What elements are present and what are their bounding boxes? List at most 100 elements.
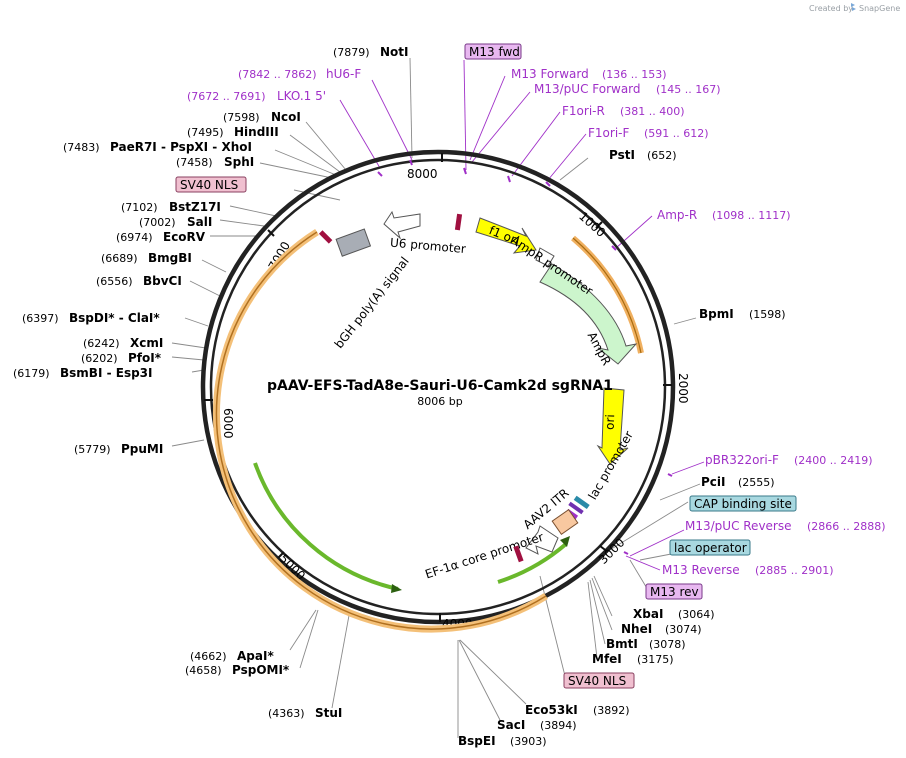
enzyme-pos: (2555) <box>738 476 775 489</box>
m13-rev-box <box>645 583 703 600</box>
orange-feature-large-outline <box>215 231 547 630</box>
primer-leader-lines <box>339 59 705 571</box>
plasmid-name: pAAV-EFS-TadA8e-Sauri-U6-Camk2d sgRNA1 <box>267 378 613 394</box>
lac-operator-label: lac operator <box>674 541 747 555</box>
tick-label-1000: 1000 <box>576 209 608 240</box>
enzyme-name: BsmBI - Esp3I <box>60 366 152 380</box>
primer-name: F1ori-R <box>562 104 605 118</box>
enzyme-pos: (6179) <box>13 367 50 380</box>
ef1a-core-promoter-label: EF-1α core promoter <box>423 530 545 582</box>
enzyme-name: PaeR7I - PspXI - XhoI <box>110 140 252 154</box>
primer-name: M13 Reverse <box>662 563 740 577</box>
orange-feature-amp-region-outline <box>572 237 642 354</box>
sv40-nls-bottom-label: SV40 NLS <box>568 674 626 688</box>
enzyme-pos: (3903) <box>510 735 547 748</box>
ampr-feature <box>539 263 638 365</box>
tick-label-8000: 8000 <box>407 167 438 181</box>
lac-operator-box <box>669 539 751 556</box>
green-feature-right <box>497 542 568 584</box>
enzyme-name: BbvCI <box>143 274 182 288</box>
enzyme-name: NcoI <box>271 110 301 124</box>
enzyme-name: NotI <box>380 45 409 59</box>
enzyme-name: PstI <box>609 148 635 162</box>
enzyme-pos: (3064) <box>678 608 715 621</box>
green-feature-left <box>253 462 399 591</box>
primer-name: Amp-R <box>657 208 697 222</box>
m13-fwd-box <box>464 43 522 60</box>
primer-range: (2400 .. 2419) <box>794 454 873 467</box>
bgh-polya-feature <box>335 228 372 257</box>
enzyme-name: HindIII <box>234 125 279 139</box>
ef1a-core-promoter-feature <box>525 525 559 555</box>
enzyme-name: Eco53kI <box>525 703 578 717</box>
sv40-nls-bottom-box <box>563 672 635 689</box>
bp-ticks <box>204 153 672 622</box>
primer-range: (7842 .. 7862) <box>238 68 317 81</box>
enzyme-pos: (4662) <box>190 650 227 663</box>
m13-fwd-label: M13 fwd <box>469 45 520 59</box>
enzyme-name: SalI <box>187 215 212 229</box>
sv40-nls-top-feature <box>318 230 333 244</box>
primer-name: F1ori-F <box>588 126 629 140</box>
enzyme-name: NheI <box>621 622 652 636</box>
enzyme-name: StuI <box>315 706 342 720</box>
snapgene-brand-text: SnapGene <box>859 4 900 13</box>
enzyme-name: BmgBI <box>148 251 192 265</box>
enzyme-name: BspDI* - ClaI* <box>69 311 160 325</box>
primer-name: M13/pUC Reverse <box>685 519 792 533</box>
enzyme-name: PciI <box>701 475 726 489</box>
enzyme-pos: (6974) <box>116 231 153 244</box>
enzyme-pos: (652) <box>647 149 677 162</box>
enzyme-name: BmtI <box>606 637 638 651</box>
enzyme-name: SacI <box>497 718 525 732</box>
enzyme-pos: (6202) <box>81 352 118 365</box>
green-feature-right-arrow-icon <box>560 536 570 547</box>
enzyme-pos: (3892) <box>593 704 630 717</box>
f1-ori-feature <box>475 217 537 254</box>
primer-name: hU6-F <box>326 67 361 81</box>
primer-name: LKO.1 5' <box>277 89 326 103</box>
enzyme-pos: (7002) <box>139 216 176 229</box>
aav2-itr-feature <box>551 509 579 535</box>
backbone-outer-ring <box>200 149 676 625</box>
enzyme-pos: (6556) <box>96 275 133 288</box>
enzyme-name: XcmI <box>130 336 163 350</box>
primer-range: (381 .. 400) <box>620 105 685 118</box>
enzyme-pos: (4658) <box>185 664 222 677</box>
enzyme-pos: (4363) <box>268 707 305 720</box>
m13-rev-label: M13 rev <box>650 585 699 599</box>
primer-range: (1098 .. 1117) <box>712 209 791 222</box>
ori-label: ori <box>603 414 618 430</box>
enzyme-name: MfeI <box>592 652 622 666</box>
tick-label-6000: 6000 <box>221 408 235 439</box>
enzyme-pos: (6689) <box>101 252 138 265</box>
enzyme-pos: (5779) <box>74 443 111 456</box>
enzyme-name: BpmI <box>699 307 734 321</box>
enzyme-name: SphI <box>224 155 254 169</box>
enzyme-pos: (7598) <box>223 111 260 124</box>
tick-label-2000: 2000 <box>676 373 690 404</box>
enzyme-pos: (7495) <box>187 126 224 139</box>
sv40-nls-top-label: SV40 NLS <box>180 178 238 192</box>
enzyme-pos: (6397) <box>22 312 59 325</box>
primer-name: pBR322ori-F <box>705 453 779 467</box>
enzyme-pos: (7458) <box>176 156 213 169</box>
primer-range: (136 .. 153) <box>602 68 667 81</box>
sv40-nls-top-box <box>175 176 247 193</box>
hu6-marker-feature <box>454 213 463 231</box>
ori-feature <box>596 387 629 465</box>
cap-binding-site-feature <box>573 495 590 510</box>
primer-range: (145 .. 167) <box>656 83 721 96</box>
enzyme-pos: (3894) <box>540 719 577 732</box>
sv40-nls-bottom-feature <box>513 545 524 563</box>
enzyme-pos: (1598) <box>749 308 786 321</box>
primer-range: (2885 .. 2901) <box>755 564 834 577</box>
primer-name: M13 Forward <box>511 67 589 81</box>
primer-range: (2866 .. 2888) <box>807 520 886 533</box>
enzyme-pos: (3074) <box>665 623 702 636</box>
primer-marks <box>377 159 673 555</box>
enzyme-name: XbaI <box>633 607 663 621</box>
u6-promoter-feature <box>383 210 421 240</box>
